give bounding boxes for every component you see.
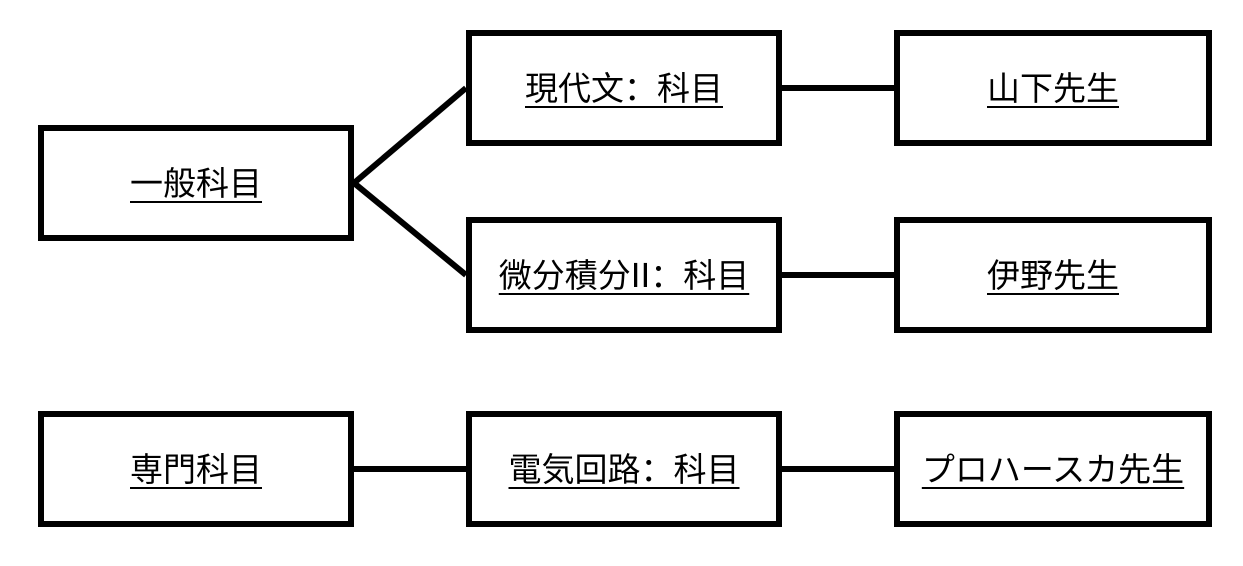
node-label-modern-japanese[interactable]: 現代文：科目 [525,68,723,108]
node-teacher-prohasuka: プロハースカ先生 [894,411,1212,527]
node-calculus-2: 微分積分II：科目 [466,217,782,333]
node-general-subjects: 一般科目 [38,125,354,241]
node-label-teacher-prohasuka[interactable]: プロハースカ先生 [921,449,1185,489]
node-modern-japanese: 現代文：科目 [466,30,782,146]
node-label-general-subjects[interactable]: 一般科目 [130,163,262,203]
node-label-teacher-ino[interactable]: 伊野先生 [987,255,1119,295]
node-teacher-yamashita: 山下先生 [894,30,1212,146]
node-label-calculus-2[interactable]: 微分積分II：科目 [498,255,750,295]
node-label-electric-circuits[interactable]: 電気回路：科目 [508,449,740,489]
connector-general-to-calculus [352,180,468,278]
node-electric-circuits: 電気回路：科目 [466,411,782,527]
node-label-specialized-subjects[interactable]: 専門科目 [130,449,262,489]
node-label-teacher-yamashita[interactable]: 山下先生 [987,68,1119,108]
connector-general-to-modern-japanese [352,85,468,186]
node-specialized-subjects: 専門科目 [38,411,354,527]
node-teacher-ino: 伊野先生 [894,217,1212,333]
